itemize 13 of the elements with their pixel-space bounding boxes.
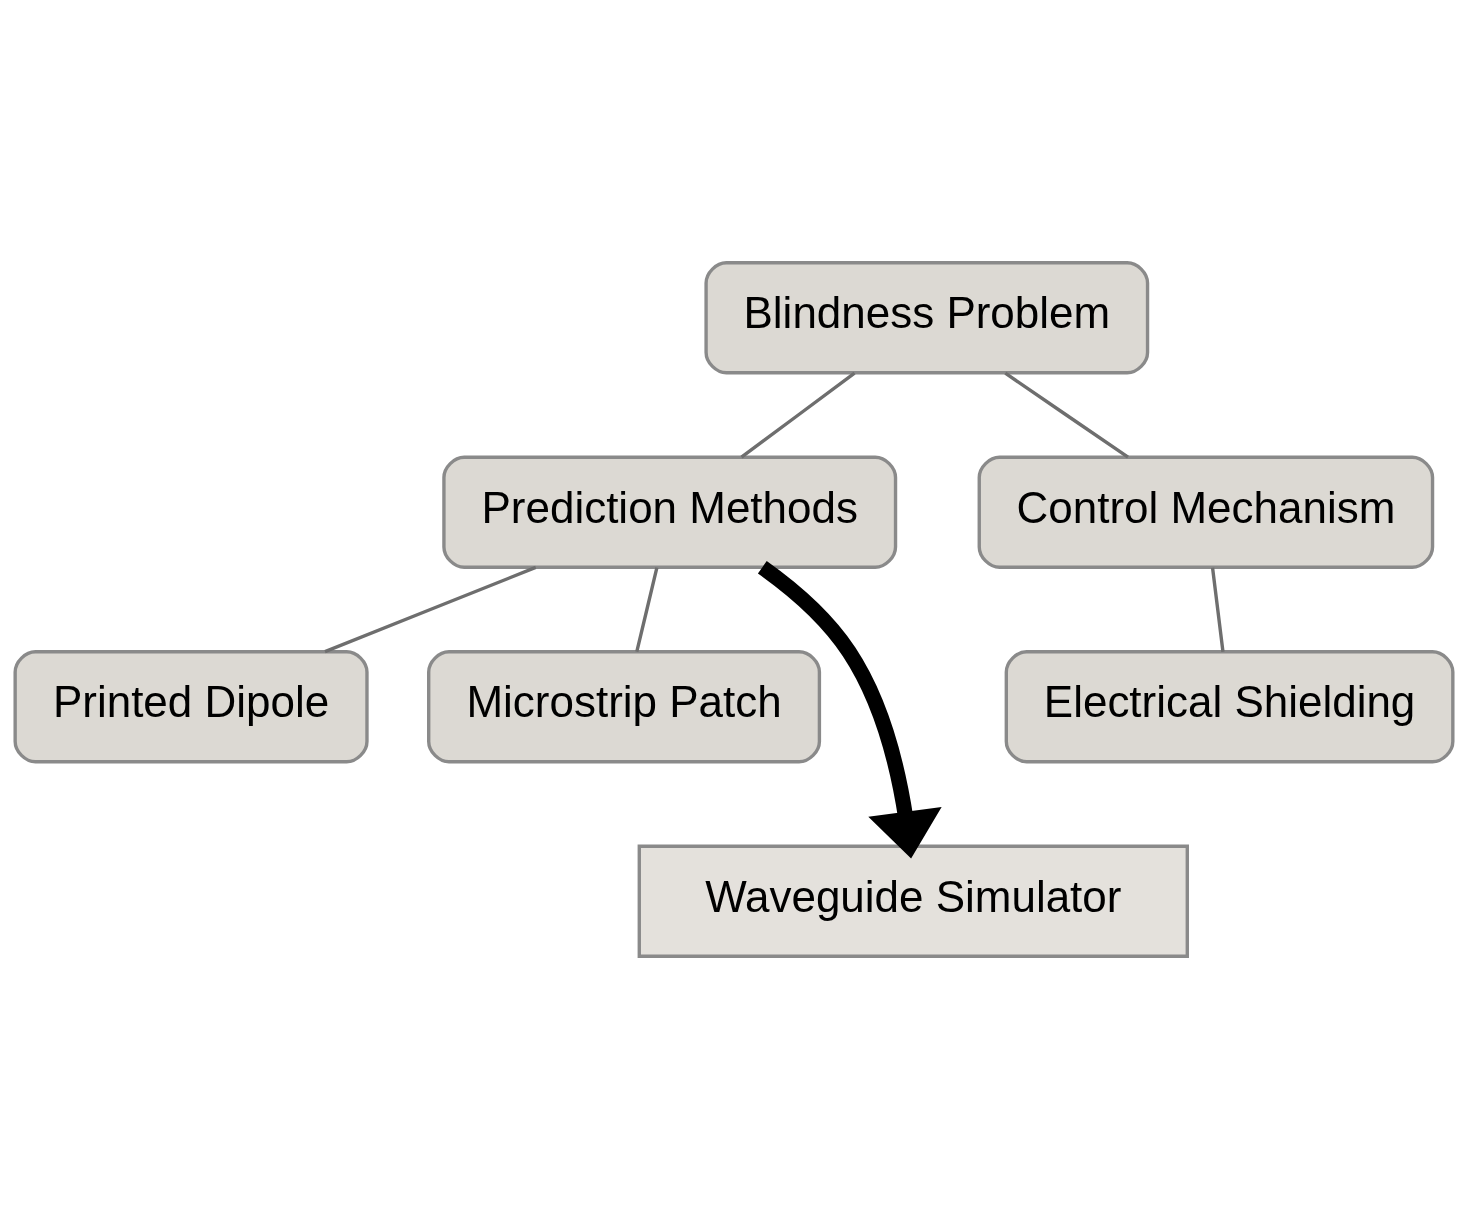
node-box: Electrical Shielding bbox=[1004, 650, 1455, 764]
arrow bbox=[757, 561, 942, 859]
node-box: Waveguide Simulator bbox=[637, 844, 1189, 958]
connector bbox=[740, 371, 856, 459]
connector bbox=[1210, 567, 1225, 652]
node-box: Control Mechanism bbox=[977, 455, 1435, 569]
connector bbox=[324, 565, 537, 654]
connector bbox=[1004, 371, 1129, 459]
node-box: Blindness Problem bbox=[704, 261, 1150, 375]
node-box: Printed Dipole bbox=[13, 650, 369, 764]
connector bbox=[635, 567, 659, 653]
node-box: Microstrip Patch bbox=[427, 650, 822, 764]
node-box: Prediction Methods bbox=[442, 455, 898, 569]
